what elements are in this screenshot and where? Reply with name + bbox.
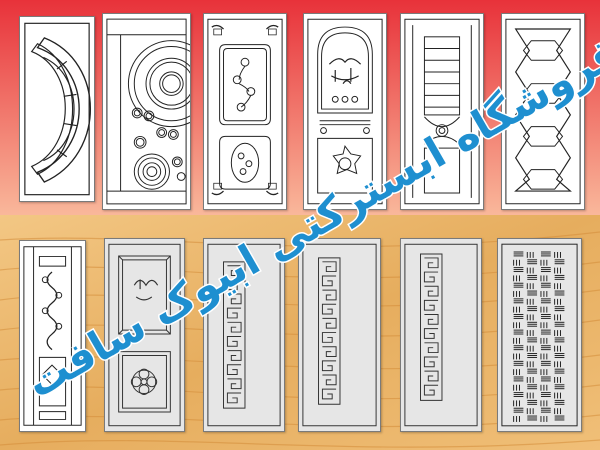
door-design-panel-7[interactable] — [19, 240, 86, 432]
meander-motif — [227, 378, 242, 390]
meander-motif — [424, 257, 439, 269]
door-design-panel-1[interactable] — [19, 16, 95, 202]
meander-motif — [423, 299, 439, 311]
circles-pattern — [106, 18, 190, 205]
door-design-panel-12[interactable] — [497, 238, 582, 432]
meander-motif — [226, 364, 242, 375]
hatch-marks — [513, 251, 565, 422]
meander-motif — [227, 350, 242, 361]
meander-motif — [424, 285, 439, 297]
meander-strip-pattern — [302, 243, 377, 427]
meander-motif — [227, 321, 242, 333]
door-design-panel-11[interactable] — [400, 238, 482, 432]
meander-motif — [227, 265, 242, 276]
meander-motif — [226, 392, 242, 404]
meander-motif — [423, 356, 439, 368]
meander-motif — [227, 293, 242, 305]
meander-motif — [321, 303, 337, 315]
arc-bands-pattern — [24, 22, 92, 196]
floral-frames-pattern — [207, 18, 283, 205]
ladder-pattern — [404, 18, 480, 205]
door-design-panel-10[interactable] — [298, 238, 381, 432]
meander-strip-pattern — [207, 243, 281, 427]
hatch-strip-pattern — [501, 243, 578, 427]
meander-motif — [226, 307, 242, 319]
meander-motif — [321, 388, 337, 400]
door-design-panel-5[interactable] — [400, 13, 484, 210]
meander-motif — [423, 384, 439, 396]
meander-motif — [322, 317, 337, 329]
meander-motif — [226, 279, 242, 291]
ornament-column-pattern — [23, 246, 82, 426]
door-design-panel-9[interactable] — [203, 238, 285, 432]
meander-motif — [322, 289, 337, 301]
calligraphy-arch-pattern — [307, 18, 383, 205]
meander-motif — [424, 370, 439, 382]
door-design-panel-2[interactable] — [102, 13, 191, 210]
door-design-panel-3[interactable] — [203, 13, 287, 210]
meander-motif — [322, 374, 337, 386]
meander-motif — [424, 314, 439, 325]
meander-motif — [226, 335, 242, 347]
red-gradient-top — [0, 0, 600, 240]
two-frames-flower-pattern — [108, 243, 181, 427]
door-design-panel-8[interactable] — [104, 238, 185, 432]
meander-strip-pattern — [404, 243, 478, 427]
meander-motif — [321, 360, 337, 372]
meander-motif — [423, 328, 439, 339]
meander-motif — [424, 342, 439, 354]
meander-motif — [322, 346, 337, 357]
meander-motif — [321, 275, 337, 287]
meander-motif — [423, 271, 439, 283]
door-design-panel-6[interactable] — [501, 13, 585, 210]
hexagon-chain-pattern — [505, 18, 581, 205]
door-design-panel-4[interactable] — [303, 13, 387, 210]
meander-motif — [322, 261, 337, 273]
meander-motif — [321, 332, 337, 343]
